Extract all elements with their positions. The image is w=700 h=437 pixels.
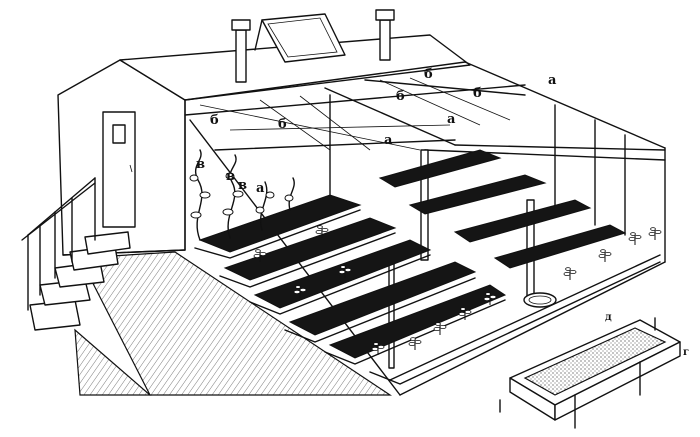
label-g: г [683,347,689,358]
label-v: в [238,178,247,193]
label-a: а [447,112,456,127]
label-v: в [196,157,205,172]
door-window [112,124,126,144]
ground-embankment [74,251,392,396]
label-b: б [473,86,482,101]
diagram-labels: а а а а б б б б б в в в г д [196,67,689,358]
entrance-stairs [21,177,131,331]
floor-barrel [523,292,557,308]
chimney-icon [375,9,395,61]
label-a: а [384,133,393,148]
label-b: б [396,89,405,104]
label-a: а [548,73,557,88]
label-v: в [226,169,235,184]
chimney-icon [231,19,251,83]
label-b: б [424,67,433,82]
label-b: б [278,117,287,132]
roof-panel [254,13,346,63]
planting-box [499,317,681,429]
utility-house [57,9,471,256]
label-d: д [605,312,612,323]
label-b: б [210,113,219,128]
climbing-plants [189,149,295,241]
label-a: а [256,181,265,196]
